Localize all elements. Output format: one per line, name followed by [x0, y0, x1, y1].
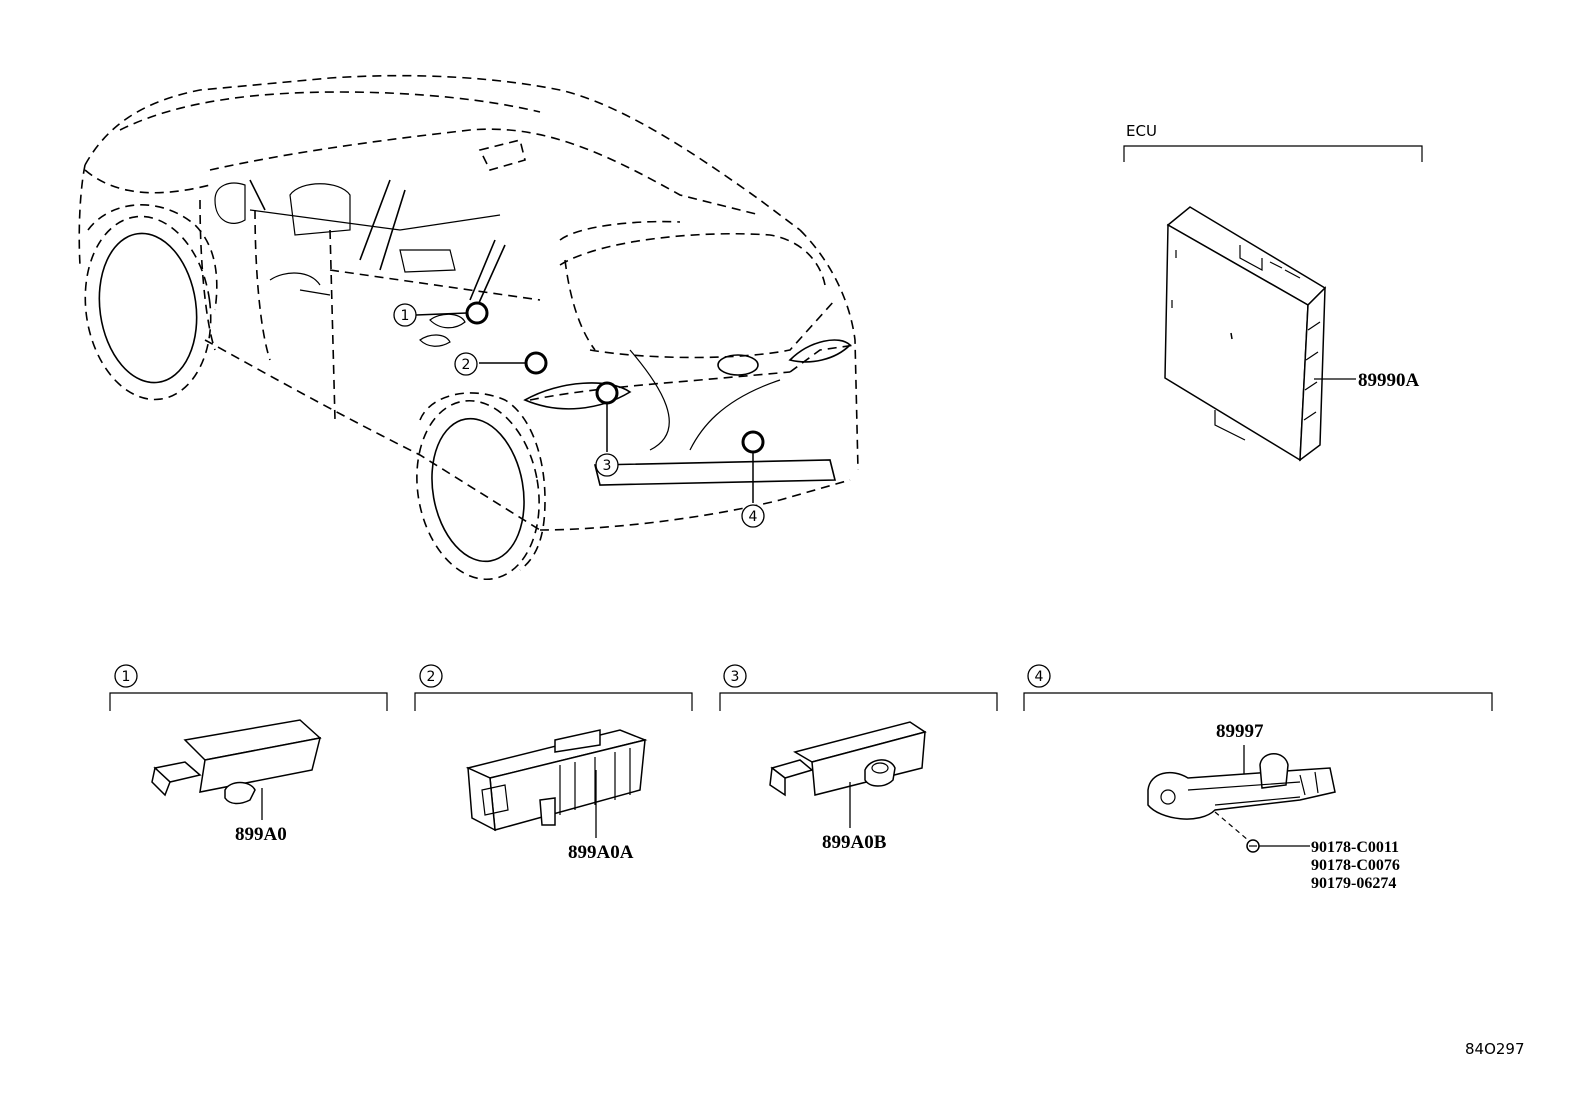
- figure-id: 84O297: [1465, 1040, 1525, 1058]
- part-89997: 89997: [1216, 721, 1264, 742]
- ecu-title: ECU: [1126, 122, 1157, 140]
- sensor-899A0B-illustration: [769, 721, 927, 797]
- group-4-callout: 4: [1027, 664, 1051, 688]
- sensor-899A0-illustration: [151, 719, 322, 805]
- ecu-module-illustration: [1164, 206, 1327, 462]
- group-2-callout: 2: [419, 664, 443, 688]
- svg-text:3: 3: [731, 669, 740, 685]
- group-1-callout: 1: [114, 664, 138, 688]
- group-3-bracket: [719, 692, 998, 711]
- ecu-part-number: 89990A: [1358, 370, 1420, 391]
- clip-90178: [1246, 839, 1260, 853]
- sensor-89997-illustration: [1147, 753, 1336, 820]
- part-899A0A: 899A0A: [568, 842, 634, 863]
- svg-text:2: 2: [427, 669, 436, 685]
- part-90179-06274: 90179-06274: [1311, 875, 1396, 892]
- part-899A0B: 899A0B: [822, 832, 887, 853]
- svg-text:1: 1: [401, 308, 410, 324]
- part-90178-C0011: 90178-C0011: [1311, 839, 1399, 856]
- svg-text:1: 1: [122, 669, 131, 685]
- sensor-899A0A-illustration: [465, 729, 648, 832]
- group-2-bracket: [414, 692, 693, 711]
- part-899A0: 899A0: [235, 824, 287, 845]
- group-3-callout: 3: [723, 664, 747, 688]
- svg-text:4: 4: [1035, 669, 1044, 685]
- part-90178-C0076: 90178-C0076: [1311, 857, 1400, 874]
- group-4-bracket: [1023, 692, 1493, 711]
- vehicle-callout-2: 2: [454, 352, 478, 376]
- svg-text:2: 2: [462, 357, 471, 373]
- group-1-bracket: [109, 692, 388, 711]
- vehicle-callout-1: 1: [393, 303, 417, 327]
- vehicle-illustration: [78, 74, 859, 581]
- sensor-markers: [415, 301, 765, 503]
- svg-text:4: 4: [749, 509, 758, 525]
- svg-text:3: 3: [603, 458, 612, 474]
- ecu-bracket: [1123, 145, 1423, 162]
- vehicle-callout-4: 4: [741, 504, 765, 528]
- vehicle-callout-3: 3: [595, 453, 619, 477]
